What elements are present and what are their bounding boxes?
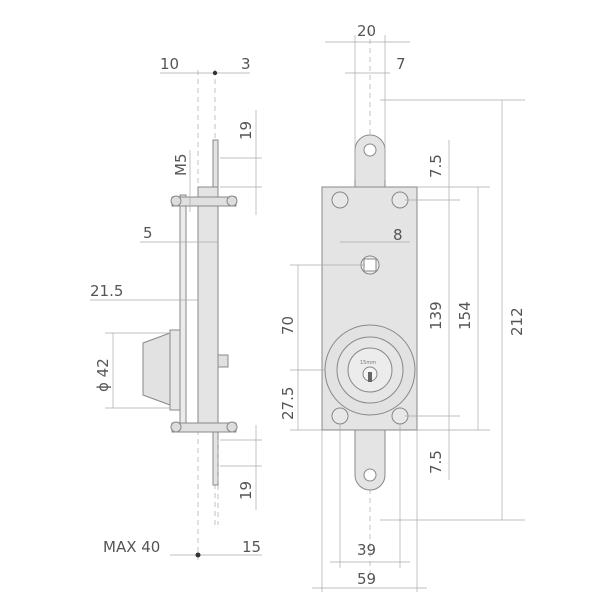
dim-7-5-bottom: 7.5	[427, 450, 445, 474]
dim-27-5: 27.5	[279, 387, 297, 420]
dim-19-top: 19	[237, 121, 255, 140]
side-body	[197, 186, 219, 431]
dim-212: 212	[508, 307, 526, 336]
dim-70: 70	[279, 316, 297, 335]
dim-59: 59	[357, 570, 376, 588]
dim-20: 20	[357, 22, 376, 40]
dim-max-40: MAX 40	[103, 538, 160, 556]
dim-154: 154	[456, 301, 474, 330]
dim-21-5: 21.5	[90, 282, 123, 300]
front-bottom-tab	[354, 429, 386, 491]
front-view: 15mm	[321, 30, 418, 575]
dim-10: 10	[160, 55, 179, 73]
front-dimensions: 20 7 212 154 139 7.5 7.5 8 70	[279, 22, 526, 592]
dim-7: 7	[396, 55, 406, 73]
dim-8: 8	[393, 226, 403, 244]
dim-m5: M5	[172, 154, 190, 177]
side-dimensions: 10 3 19 M5 5 21.5 ϕ 42 19 MAX 40 15	[90, 55, 262, 558]
dim-3: 3	[241, 55, 251, 73]
dim-39: 39	[357, 541, 376, 559]
dim-15: 15	[242, 538, 261, 556]
dim-5: 5	[143, 224, 153, 242]
front-top-tab	[354, 134, 386, 188]
side-cylinder	[142, 332, 171, 406]
dim-7-5-top: 7.5	[427, 154, 445, 178]
dim-139: 139	[427, 301, 445, 330]
side-view	[142, 70, 238, 560]
dim-19-bottom: 19	[237, 481, 255, 500]
cylinder-mark: 15mm	[360, 360, 376, 366]
side-back-plate	[179, 194, 187, 428]
dim-phi-42: ϕ 42	[94, 358, 112, 392]
